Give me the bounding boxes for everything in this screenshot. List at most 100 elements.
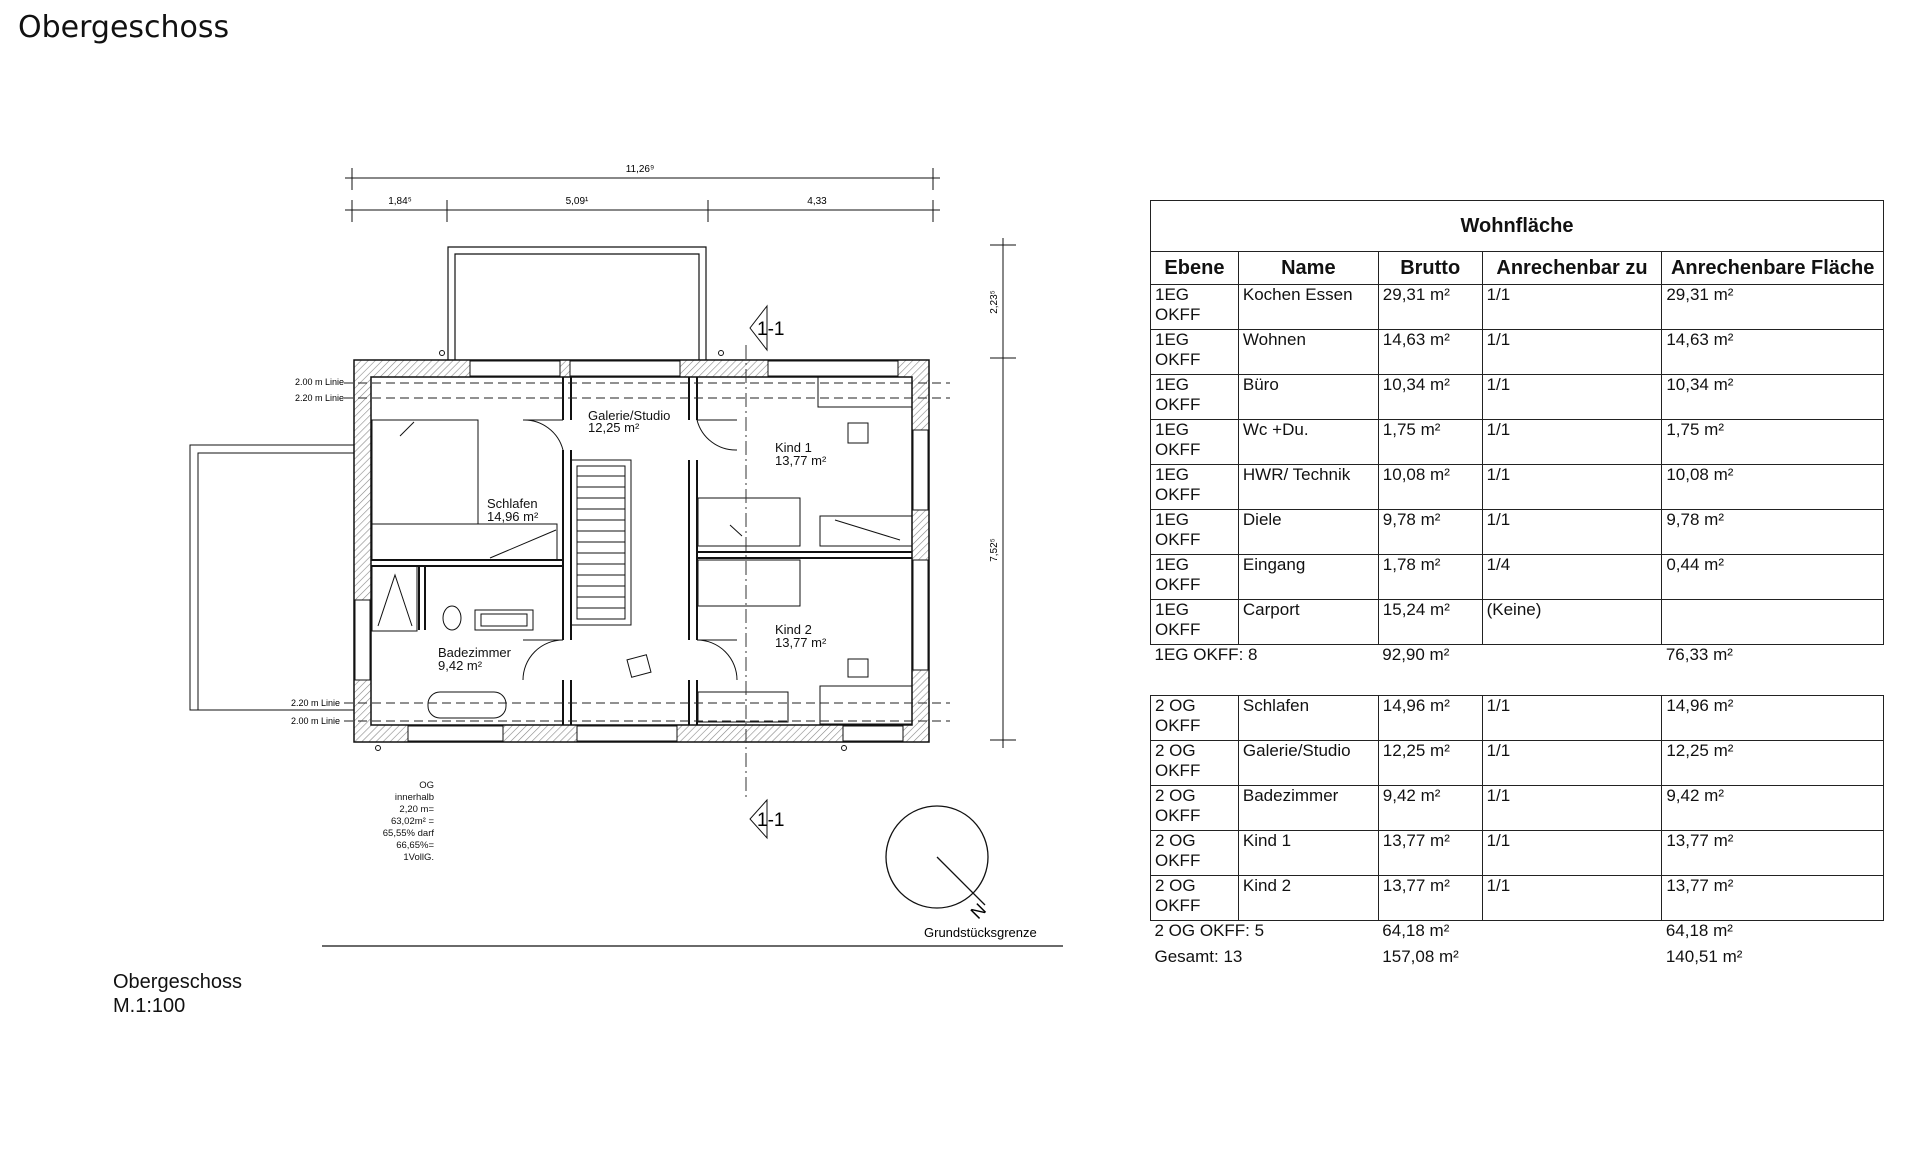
summary-label: 1EG OKFF: 8 xyxy=(1154,645,1258,664)
cell-brutto: 13,77 m² xyxy=(1377,875,1483,921)
cell-ebene: 2 OG OKFF xyxy=(1150,785,1239,831)
dim-seg-1: 1,84⁵ xyxy=(388,196,412,207)
cell-name: Galerie/Studio xyxy=(1237,740,1379,786)
cell-ebene: 1EG OKFF xyxy=(1150,374,1239,420)
header-ebene: Ebene xyxy=(1150,251,1239,285)
note-line-6: 66,65%= xyxy=(396,840,434,851)
caption-title: Obergeschoss xyxy=(113,971,242,993)
doors xyxy=(522,419,738,681)
table-row: 1EG OKFF Eingang 1,78 m² 1/4 0,44 m² xyxy=(1150,554,1884,600)
cell-brutto: 14,96 m² xyxy=(1377,695,1483,741)
note-line-7: 1VollG. xyxy=(403,852,434,863)
summary-label: 2 OG OKFF: 5 xyxy=(1154,921,1265,940)
cell-flaeche: 13,77 m² xyxy=(1661,875,1884,921)
room-bad-area: 9,42 m² xyxy=(438,658,483,673)
table-row: 1EG OKFF Diele 9,78 m² 1/1 9,78 m² xyxy=(1150,509,1884,555)
note-line-5: 65,55% darf xyxy=(383,828,435,839)
cell-flaeche: 14,96 m² xyxy=(1661,695,1884,741)
cell-ebene: 2 OG OKFF xyxy=(1150,740,1239,786)
cell-name: Badezimmer xyxy=(1237,785,1379,831)
cell-flaeche: 14,63 m² xyxy=(1661,329,1884,375)
line-label-bottom-200: 2.00 m Linie xyxy=(291,716,340,726)
line-label-top-200: 2.00 m Linie xyxy=(295,377,344,387)
cell-ebene: 2 OG OKFF xyxy=(1150,830,1239,876)
cell-name: Diele xyxy=(1237,509,1379,555)
header-anrechenbar-zu: Anrechenbar zu xyxy=(1481,251,1663,285)
cell-zu: 1/1 xyxy=(1481,509,1663,555)
note-line-4: 63,02m² = xyxy=(391,816,434,827)
section-marker-bottom: 1-1 xyxy=(757,810,784,831)
summary-row: 2 OG OKFF: 5 64,18 m² 64,18 m² xyxy=(1151,921,1884,948)
summary-flaeche: 76,33 m² xyxy=(1665,645,1733,664)
summary-brutto: 92,90 m² xyxy=(1382,645,1450,664)
cell-ebene: 1EG OKFF xyxy=(1150,599,1239,645)
cell-name: Carport xyxy=(1237,599,1379,645)
cell-brutto: 9,42 m² xyxy=(1377,785,1483,831)
cell-flaeche: 12,25 m² xyxy=(1661,740,1884,786)
cell-brutto: 14,63 m² xyxy=(1377,329,1483,375)
cell-flaeche: 9,42 m² xyxy=(1661,785,1884,831)
cell-name: Kind 2 xyxy=(1237,875,1379,921)
cell-brutto: 9,78 m² xyxy=(1377,509,1483,555)
plan-caption: Obergeschoss M.1:100 xyxy=(113,970,242,1018)
note-line-2: innerhalb xyxy=(395,792,434,803)
cell-zu: 1/4 xyxy=(1481,554,1663,600)
cell-flaeche xyxy=(1661,599,1884,645)
summary-row: 1EG OKFF: 8 92,90 m² 76,33 m² xyxy=(1151,645,1884,672)
cell-flaeche: 10,08 m² xyxy=(1661,464,1884,510)
cell-name: Wc +Du. xyxy=(1237,419,1379,465)
cell-name: Eingang xyxy=(1237,554,1379,600)
table-row: 2 OG OKFF Kind 2 13,77 m² 1/1 13,77 m² xyxy=(1150,875,1884,921)
cell-brutto: 29,31 m² xyxy=(1377,284,1483,330)
cell-ebene: 1EG OKFF xyxy=(1150,509,1239,555)
cell-ebene: 1EG OKFF xyxy=(1150,419,1239,465)
cell-zu: 1/1 xyxy=(1481,419,1663,465)
cell-zu: 1/1 xyxy=(1481,374,1663,420)
line-label-top-220: 2.20 m Linie xyxy=(295,393,344,403)
table-row: 2 OG OKFF Galerie/Studio 12,25 m² 1/1 12… xyxy=(1150,740,1884,786)
staircase xyxy=(570,459,632,626)
section-line xyxy=(745,304,768,840)
header-name: Name xyxy=(1237,251,1379,285)
cell-flaeche: 9,78 m² xyxy=(1661,509,1884,555)
cell-zu: 1/1 xyxy=(1481,284,1663,330)
room-kind1-name: Kind 1 xyxy=(775,440,812,455)
balcony-outline xyxy=(447,246,707,362)
note-line-3: 2,20 m= xyxy=(399,804,434,815)
cell-ebene: 1EG OKFF xyxy=(1150,554,1239,600)
cell-brutto: 1,78 m² xyxy=(1377,554,1483,600)
terrace-outline xyxy=(189,444,354,711)
cell-ebene: 1EG OKFF xyxy=(1150,329,1239,375)
table-row: 1EG OKFF Wohnen 14,63 m² 1/1 14,63 m² xyxy=(1150,329,1884,375)
table-row: 2 OG OKFF Kind 1 13,77 m² 1/1 13,77 m² xyxy=(1150,830,1884,876)
height-lines xyxy=(344,382,950,722)
dim-overall: 11,26⁹ xyxy=(626,164,655,175)
cell-zu: 1/1 xyxy=(1481,740,1663,786)
cell-name: Schlafen xyxy=(1237,695,1379,741)
cell-name: Kind 1 xyxy=(1237,830,1379,876)
dim-seg-2: 5,09¹ xyxy=(566,196,589,207)
cell-zu: (Keine) xyxy=(1481,599,1663,645)
cell-zu: 1/1 xyxy=(1481,830,1663,876)
summary-flaeche: 64,18 m² xyxy=(1665,921,1733,940)
total-label: Gesamt: 13 xyxy=(1154,947,1243,966)
cell-brutto: 12,25 m² xyxy=(1377,740,1483,786)
furniture xyxy=(371,376,913,725)
header-anrechenbare-flaeche: Anrechenbare Fläche xyxy=(1661,251,1884,285)
room-galerie-name: Galerie/Studio xyxy=(588,408,670,423)
table-row: 1EG OKFF Wc +Du. 1,75 m² 1/1 1,75 m² xyxy=(1150,419,1884,465)
room-schlafen-area: 14,96 m² xyxy=(487,509,539,524)
cell-brutto: 1,75 m² xyxy=(1377,419,1483,465)
caption-scale: M.1:100 xyxy=(113,995,186,1017)
dim-right-upper: 2,23⁵ xyxy=(989,290,1000,314)
cell-flaeche: 0,44 m² xyxy=(1661,554,1884,600)
table-row: 1EG OKFF Carport 15,24 m² (Keine) xyxy=(1150,599,1884,645)
page-title: Obergeschoss xyxy=(18,10,230,45)
cell-flaeche: 1,75 m² xyxy=(1661,419,1884,465)
room-kind1-area: 13,77 m² xyxy=(775,453,827,468)
north-arrow-icon xyxy=(885,805,989,909)
cell-flaeche: 13,77 m² xyxy=(1661,830,1884,876)
summary-brutto: 64,18 m² xyxy=(1382,921,1450,940)
cell-name: Wohnen xyxy=(1237,329,1379,375)
table-row: 2 OG OKFF Badezimmer 9,42 m² 1/1 9,42 m² xyxy=(1150,785,1884,831)
